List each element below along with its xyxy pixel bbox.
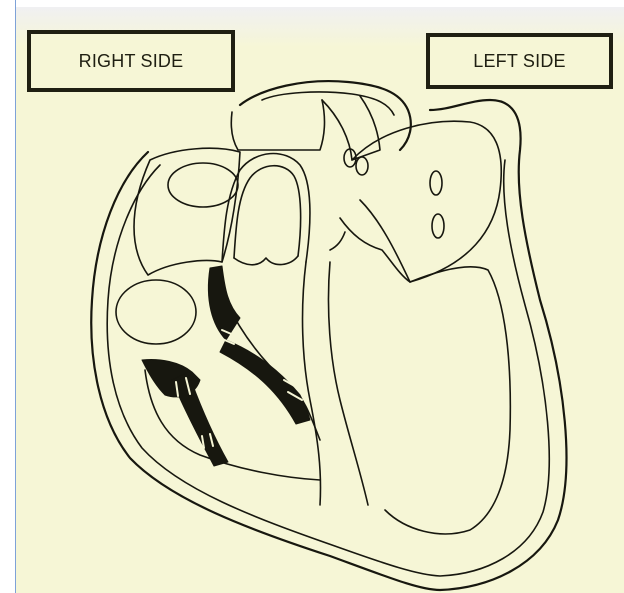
tricuspid-leaflet-upper: [208, 266, 240, 340]
pulmonary-vein-opening-2: [356, 157, 368, 175]
pulmonary-vein-opening-3: [430, 171, 442, 195]
pulmonary-band: [322, 96, 380, 160]
aortic-valve: [234, 256, 298, 265]
pulmonary-trunk: [231, 100, 324, 150]
right-side-label-text: RIGHT SIDE: [79, 51, 184, 72]
superior-vena-cava-opening: [168, 163, 238, 207]
left-side-label-text: LEFT SIDE: [473, 51, 566, 72]
right-side-label: RIGHT SIDE: [27, 30, 235, 92]
aortic-root-inner: [234, 166, 301, 258]
left-ventricle-cavity: [385, 267, 510, 534]
mitral-valve: [340, 218, 410, 282]
interventricular-septum: [303, 262, 321, 505]
left-side-label: LEFT SIDE: [426, 33, 613, 89]
heart-outer-wall: [91, 100, 566, 590]
papillary-muscle-1: [172, 372, 228, 466]
aorta-inner: [262, 92, 394, 115]
left-atrium-wall: [352, 121, 501, 282]
septum-left-line: [328, 262, 368, 505]
mitral-chord: [330, 232, 345, 250]
pulmonary-vein-opening-4: [432, 214, 444, 238]
papillary-muscle-2: [220, 340, 310, 424]
inferior-vena-cava-opening: [116, 280, 196, 344]
